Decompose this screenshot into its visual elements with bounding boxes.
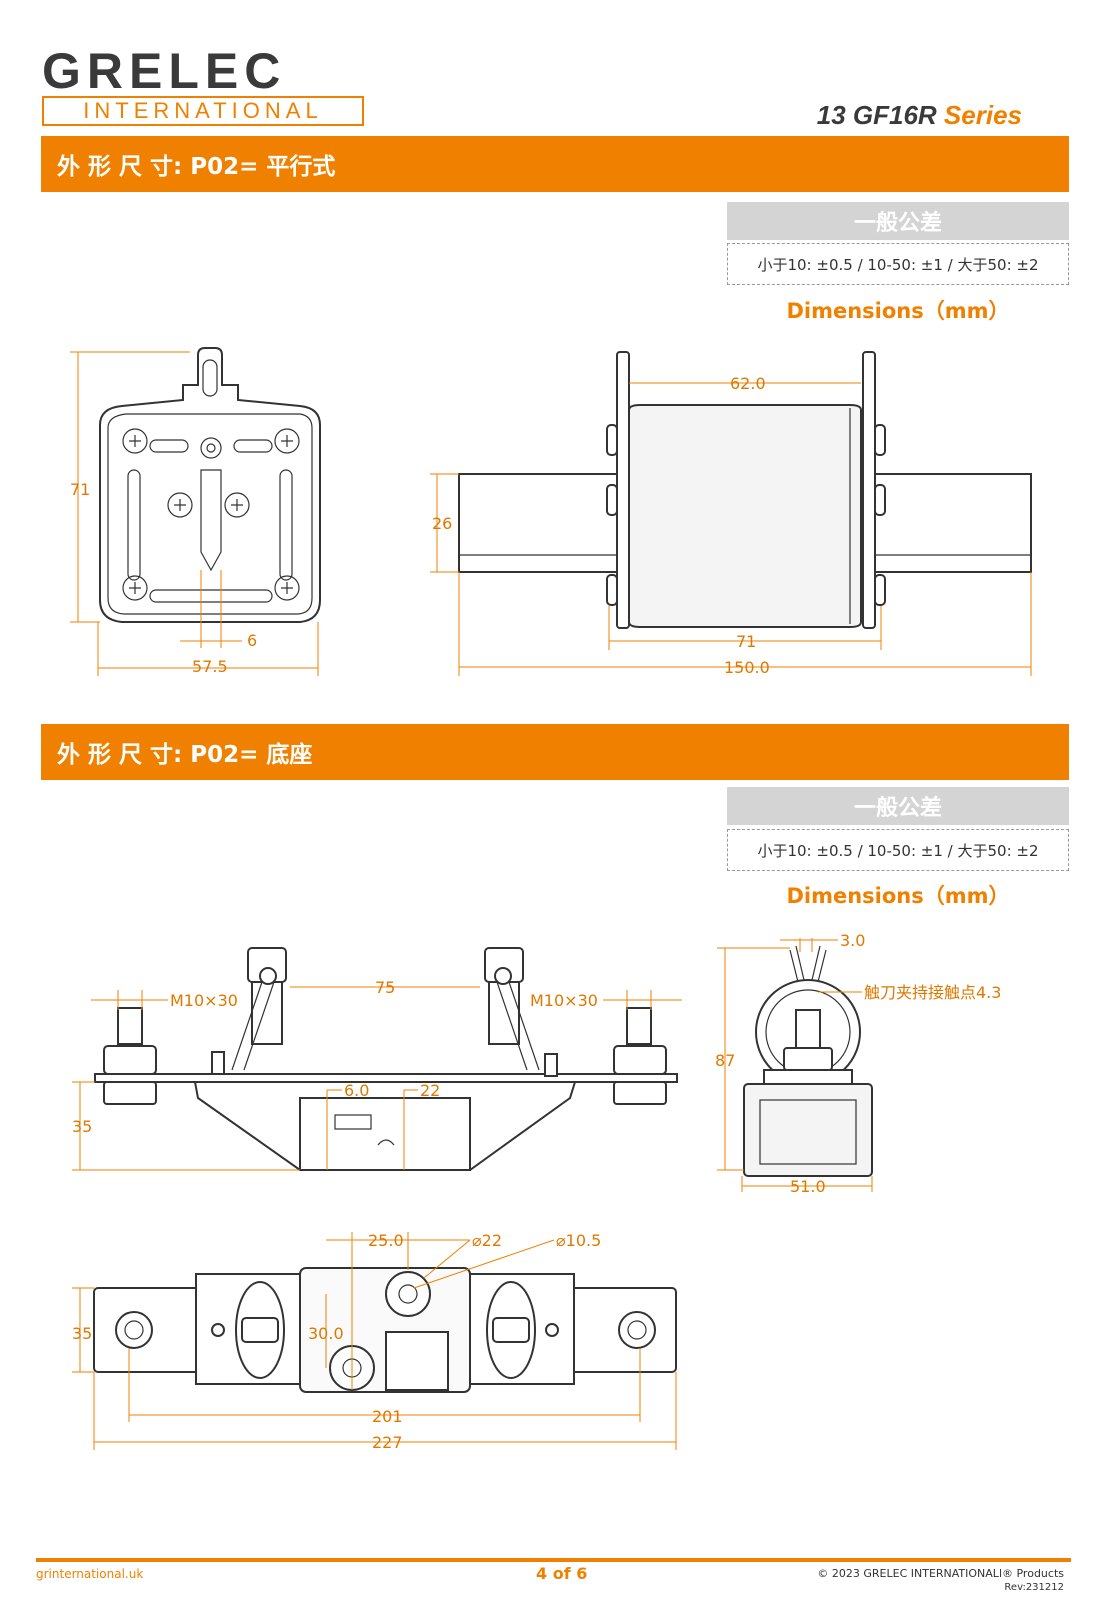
section1-title: 外 形 尺 寸: P02= 平行式 xyxy=(57,154,336,180)
inner-len-label: 201 xyxy=(372,1407,403,1426)
front-width-label: 57.5 xyxy=(192,657,228,676)
section1-tolerance-head: 一般公差 xyxy=(727,202,1069,240)
bolt-right-label: M10×30 xyxy=(530,991,598,1010)
section1-dimensions-label: Dimensions（mm） xyxy=(786,299,1010,323)
base-front-view: M10×30 M10×30 75 6.0 22 35 xyxy=(72,947,682,1171)
series-title: 13 GF16R Series xyxy=(817,100,1022,131)
footer-copyright: © 2023 GRELEC INTERNATIONALl® Products xyxy=(817,1567,1064,1580)
inner-label: 30.0 xyxy=(308,1324,344,1343)
clip-label: 触刀夹持接触点4.3 xyxy=(864,983,1001,1002)
front-view: 71 57.5 6 xyxy=(70,347,321,676)
hole1-label: ⌀22 xyxy=(472,1231,502,1250)
section1-tolerance-text: 小于10: ±0.5 / 10-50: ±1 / 大于50: ±2 xyxy=(727,243,1069,285)
section2-title: 外 形 尺 寸: P02= 底座 xyxy=(57,742,313,768)
d2-label: 22 xyxy=(420,1081,440,1100)
footer-rule xyxy=(36,1558,1071,1562)
section1-drawing: 71 57.5 6 62.0 26 71 xyxy=(70,347,1032,677)
base-height-label: 35 xyxy=(72,1117,92,1136)
offset-label: 25.0 xyxy=(368,1231,404,1250)
top-height-label: 35 xyxy=(72,1324,92,1343)
logo-subtitle: INTERNATIONAL xyxy=(83,98,323,123)
base-top-view: 25.0 ⌀22 ⌀10.5 30.0 35 201 227 xyxy=(72,1231,677,1452)
side-height-87-label: 87 xyxy=(715,1051,735,1070)
logo-wordmark: GRELEC xyxy=(42,43,287,99)
footer-page-number: 4 of 6 xyxy=(536,1564,588,1583)
series-word: Series xyxy=(943,100,1022,130)
logo-sub-box: INTERNATIONAL xyxy=(42,96,364,126)
side-view: 62.0 26 71 150.0 xyxy=(430,351,1032,677)
front-tab-label: 6 xyxy=(247,631,257,650)
base-side-view: 3.0 触刀夹持接触点4.3 87 51.0 xyxy=(715,931,1001,1196)
front-height-label: 71 xyxy=(70,480,90,499)
section2-tolerance-head: 一般公差 xyxy=(727,787,1069,825)
footer-website[interactable]: grinternational.uk xyxy=(36,1567,144,1581)
side-width-label: 51.0 xyxy=(790,1177,826,1196)
side-height-label: 26 xyxy=(432,514,452,533)
side-body-label: 62.0 xyxy=(730,374,766,393)
footer-revision: Rev:231212 xyxy=(1004,1582,1064,1593)
series-code: 13 GF16R xyxy=(816,100,937,130)
gap-label: 3.0 xyxy=(840,931,865,950)
total-len-label: 227 xyxy=(372,1433,403,1452)
section2-tolerance-text: 小于10: ±0.5 / 10-50: ±1 / 大于50: ±2 xyxy=(727,829,1069,871)
section2-band: 外 形 尺 寸: P02= 底座 xyxy=(41,724,1069,780)
section2-dimensions-label: Dimensions（mm） xyxy=(786,884,1010,908)
side-total-label: 150.0 xyxy=(724,658,770,677)
d1-label: 6.0 xyxy=(344,1081,369,1100)
hole2-label: ⌀10.5 xyxy=(556,1231,601,1250)
section1-band: 外 形 尺 寸: P02= 平行式 xyxy=(41,136,1069,192)
section2-drawing: M10×30 M10×30 75 6.0 22 35 3.0 触刀夹持接触点4.… xyxy=(72,931,1001,1452)
bolt-left-label: M10×30 xyxy=(170,991,238,1010)
side-contact-label: 71 xyxy=(736,632,756,651)
spacing-label: 75 xyxy=(375,978,395,997)
